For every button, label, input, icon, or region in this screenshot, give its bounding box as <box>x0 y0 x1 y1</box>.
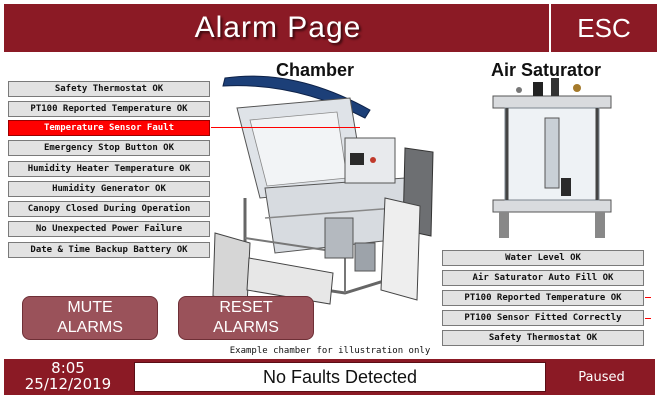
chamber-alarm-backup-battery: Date & Time Backup Battery OK <box>8 242 210 258</box>
saturator-alarm-safety-thermostat: Safety Thermostat OK <box>442 330 644 346</box>
reset-alarms-label-line1: RESET <box>219 299 273 316</box>
clock-date: 25/12/2019 <box>24 375 112 393</box>
chamber-alarm-humidity-generator: Humidity Generator OK <box>8 181 210 197</box>
clock: 8:05 25/12/2019 <box>4 360 132 394</box>
clock-time: 8:05 <box>51 359 85 377</box>
mute-alarms-button[interactable]: MUTE ALARMS <box>22 296 158 340</box>
saturator-pointer-marker <box>645 297 651 298</box>
chamber-alarm-temperature-sensor: Temperature Sensor Fault <box>8 120 210 136</box>
fault-status-display: No Faults Detected <box>134 362 546 392</box>
run-mode-indicator: Paused <box>578 369 625 385</box>
illustration-caption: Example chamber for illustration only <box>229 346 431 356</box>
mute-alarms-label-line2: ALARMS <box>57 319 123 336</box>
page-title: Alarm Page <box>194 11 362 44</box>
reset-alarms-button[interactable]: RESET ALARMS <box>178 296 314 340</box>
chamber-alarm-power-failure: No Unexpected Power Failure <box>8 221 210 237</box>
air-saturator-illustration <box>492 78 612 238</box>
fault-pointer-line <box>211 127 360 128</box>
saturator-alarm-water-level: Water Level OK <box>442 250 644 266</box>
saturator-pointer-marker <box>645 318 651 319</box>
chamber-alarm-safety-thermostat: Safety Thermostat OK <box>8 81 210 97</box>
chamber-illustration <box>212 75 434 306</box>
saturator-alarm-pt100-reported-temperature: PT100 Reported Temperature OK <box>442 290 644 306</box>
esc-button[interactable]: ESC <box>549 4 657 52</box>
air-saturator-section-title: Air Saturator <box>491 60 602 80</box>
mute-alarms-label-line1: MUTE <box>67 299 113 316</box>
chamber-alarm-humidity-heater: Humidity Heater Temperature OK <box>8 161 210 177</box>
chamber-alarm-emergency-stop: Emergency Stop Button OK <box>8 140 210 156</box>
chamber-section-title: Chamber <box>276 60 355 80</box>
chamber-alarm-pt100-reported-temperature: PT100 Reported Temperature OK <box>8 101 210 117</box>
chamber-alarm-canopy-closed: Canopy Closed During Operation <box>8 201 210 217</box>
reset-alarms-label-line2: ALARMS <box>213 319 279 336</box>
saturator-alarm-auto-fill: Air Saturator Auto Fill OK <box>442 270 644 286</box>
saturator-alarm-pt100-sensor-fitted: PT100 Sensor Fitted Correctly <box>442 310 644 326</box>
title-bar: Alarm Page <box>4 4 655 52</box>
